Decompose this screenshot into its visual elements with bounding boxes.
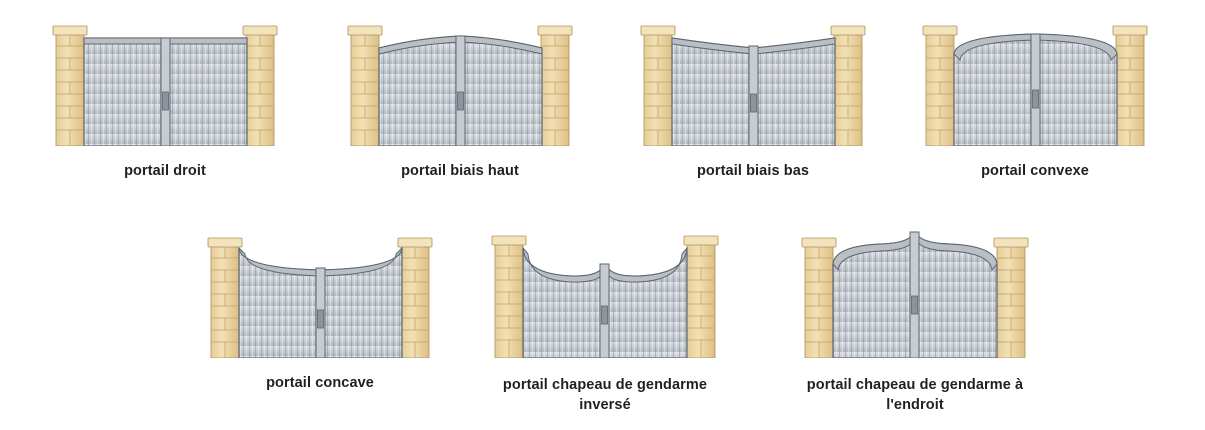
gate-caption-portail-concave: portail concave: [266, 375, 374, 391]
gate-leaves: [671, 37, 836, 146]
gate-illustration-portail-concave: [195, 226, 445, 358]
gate-caption-portail-chapeau-de-gendarme-inverse: portail chapeau de gendarme inversé: [502, 377, 708, 413]
gate-item-portail-biais-bas: portail biais bas: [628, 14, 878, 182]
pillar-left: [207, 237, 243, 358]
gate-illustration-portail-chapeau-de-gendarme-inverse: [475, 222, 735, 358]
pillar-left: [491, 235, 527, 358]
gate-illustration-portail-chapeau-de-gendarme-a-lendroit: [785, 222, 1045, 358]
gate-caption-portail-chapeau-de-gendarme-a-lendroit: portail chapeau de gendarme à l'endroit: [806, 377, 1024, 413]
gate-leaves: [83, 37, 248, 146]
gate-leaves: [953, 33, 1118, 146]
gate-illustration-portail-convexe: [910, 14, 1160, 146]
gate-item-portail-biais-haut: portail biais haut: [335, 14, 585, 182]
gate-caption-portail-convexe: portail convexe: [981, 163, 1089, 179]
pillar-right: [397, 237, 433, 358]
pillar-right: [993, 237, 1029, 358]
pillar-right: [537, 25, 573, 146]
pillar-left: [922, 25, 958, 146]
gate-item-portail-droit: portail droit: [40, 14, 290, 182]
gate-illustration-portail-biais-haut: [335, 14, 585, 146]
gate-svg-concave: [207, 237, 433, 358]
gate-item-portail-concave: portail concave: [195, 226, 445, 394]
gate-caption-portail-droit: portail droit: [124, 163, 206, 179]
pillar-right: [830, 25, 866, 146]
gate-leaves: [832, 231, 998, 358]
gate-svg-gendarme-upright: [801, 231, 1029, 358]
gate-leaves: [238, 246, 403, 358]
gate-svg-bevel-up: [347, 25, 573, 146]
gate-leaves: [522, 246, 688, 358]
gate-leaves: [378, 35, 543, 146]
gate-svg-bevel-down: [640, 25, 866, 146]
gate-item-portail-chapeau-de-gendarme-inverse: portail chapeau de gendarme inversé: [470, 222, 740, 415]
pillar-left: [52, 25, 88, 146]
gate-svg-gendarme-inverted: [491, 235, 719, 358]
gate-item-portail-convexe: portail convexe: [910, 14, 1160, 182]
pillar-left: [640, 25, 676, 146]
gate-svg-straight: [52, 25, 278, 146]
pillar-left: [801, 237, 837, 358]
pillar-right: [1112, 25, 1148, 146]
gate-caption-portail-biais-haut: portail biais haut: [401, 163, 519, 179]
pillar-right: [683, 235, 719, 358]
gate-caption-portail-biais-bas: portail biais bas: [696, 163, 810, 179]
pillar-left: [347, 25, 383, 146]
gate-item-portail-chapeau-de-gendarme-a-lendroit: portail chapeau de gendarme à l'endroit: [770, 222, 1060, 415]
pillar-right: [242, 25, 278, 146]
gate-illustration-portail-biais-bas: [628, 14, 878, 146]
gate-svg-convex: [922, 25, 1148, 146]
gate-illustration-portail-droit: [40, 14, 290, 146]
